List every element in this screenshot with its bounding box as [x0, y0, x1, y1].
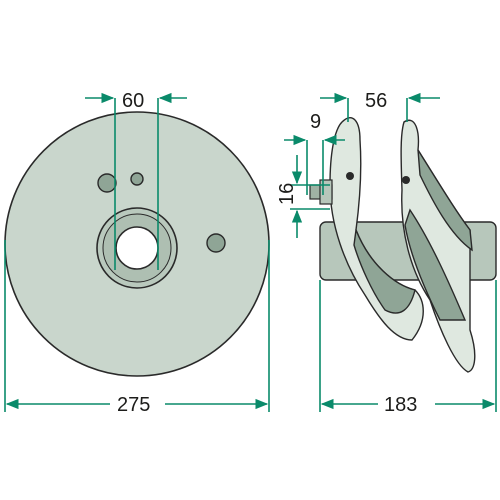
rear-disc-shadow: [417, 149, 473, 252]
dimension-183: 183: [319, 280, 497, 416]
center-bore: [115, 226, 159, 270]
dimension-9: 9: [284, 111, 345, 195]
bolt-hole-3: [206, 233, 226, 253]
label-60: 60: [122, 90, 144, 112]
dimension-60: 60: [85, 90, 187, 270]
label-183: 183: [384, 394, 417, 416]
rear-disc-wedge: [404, 208, 467, 321]
label-56: 56: [365, 90, 387, 112]
disc-side-view: [309, 117, 497, 373]
dimension-275: 275: [4, 240, 270, 416]
disc-front-view: [4, 111, 270, 377]
bolt-hole-1: [97, 173, 117, 193]
label-275: 275: [117, 394, 150, 416]
bolt-hole-2: [130, 172, 144, 186]
label-16: 16: [276, 183, 298, 205]
dimension-56: 56: [320, 90, 440, 122]
rivet-front: [346, 172, 354, 180]
label-9: 9: [310, 111, 321, 133]
rivet-rear: [402, 176, 410, 184]
dimension-16: 16: [276, 155, 330, 238]
stud-head: [319, 179, 333, 205]
front-disc-shadow: [353, 227, 416, 314]
